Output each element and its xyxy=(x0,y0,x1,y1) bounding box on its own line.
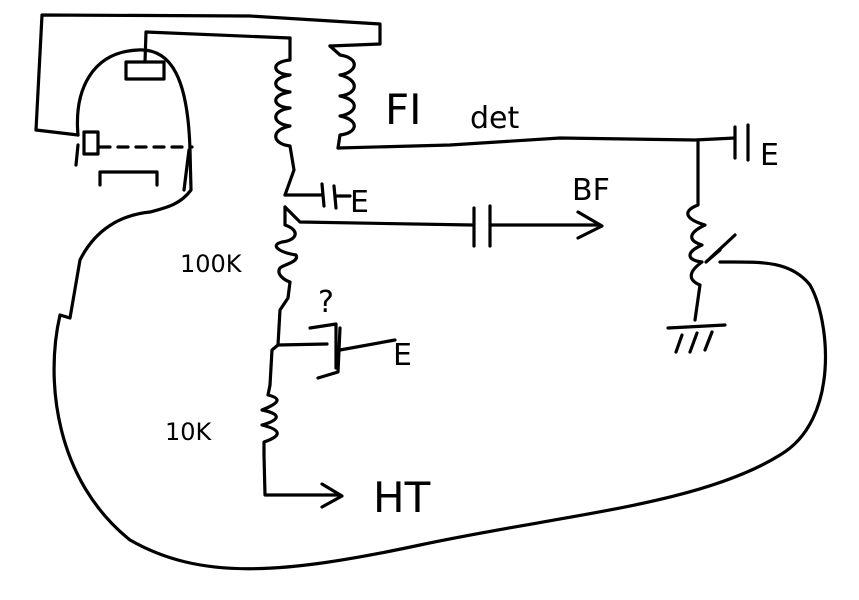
audio-out-arrow xyxy=(576,210,604,240)
tube-anode xyxy=(124,60,166,81)
wire-detector-line xyxy=(336,136,737,150)
wire-bottom-junction xyxy=(276,342,329,347)
ground-symbol xyxy=(666,323,727,354)
tube-envelope xyxy=(75,48,193,214)
earth-label-right: E xyxy=(760,138,779,173)
ht-label: HT xyxy=(373,473,431,522)
tube-cathode-electrode xyxy=(82,130,100,156)
transformer-secondary xyxy=(328,44,356,150)
tube-heater xyxy=(98,170,159,187)
tube-grid-lead xyxy=(74,143,80,167)
wire-to-ht xyxy=(262,453,342,497)
audio-out-label: BF xyxy=(572,173,610,208)
resistor-100k xyxy=(274,205,299,347)
volume-potentiometer xyxy=(686,138,707,322)
if-transformer-label: FI xyxy=(385,85,422,134)
wire-top-loop xyxy=(34,13,382,132)
wire-anode-to-coil xyxy=(143,30,292,64)
wire-feedback-loop xyxy=(52,210,827,571)
earth-label-bottom: E xyxy=(393,338,412,373)
audio-coupling-capacitor xyxy=(283,204,604,248)
ht-arrow xyxy=(320,482,344,509)
unknown-value-label: ? xyxy=(318,285,334,320)
vacuum-tube xyxy=(74,48,194,214)
decoupling-capacitor-bottom xyxy=(308,322,397,380)
resistor-10k-label: 10K xyxy=(165,418,213,446)
potentiometer-wiper-arrow xyxy=(704,233,737,264)
detector-label: det xyxy=(470,101,520,136)
decoupling-capacitor-top xyxy=(283,182,352,210)
wire-left-return xyxy=(34,128,80,137)
resistor-10k xyxy=(260,383,279,457)
wire-to-10k xyxy=(268,343,280,387)
resistor-100k-label: 100K xyxy=(180,250,243,278)
tube-right-lead xyxy=(182,148,191,192)
transformer-primary xyxy=(274,36,296,197)
detector-capacitor xyxy=(733,123,750,162)
earth-label-top: E xyxy=(350,185,369,220)
